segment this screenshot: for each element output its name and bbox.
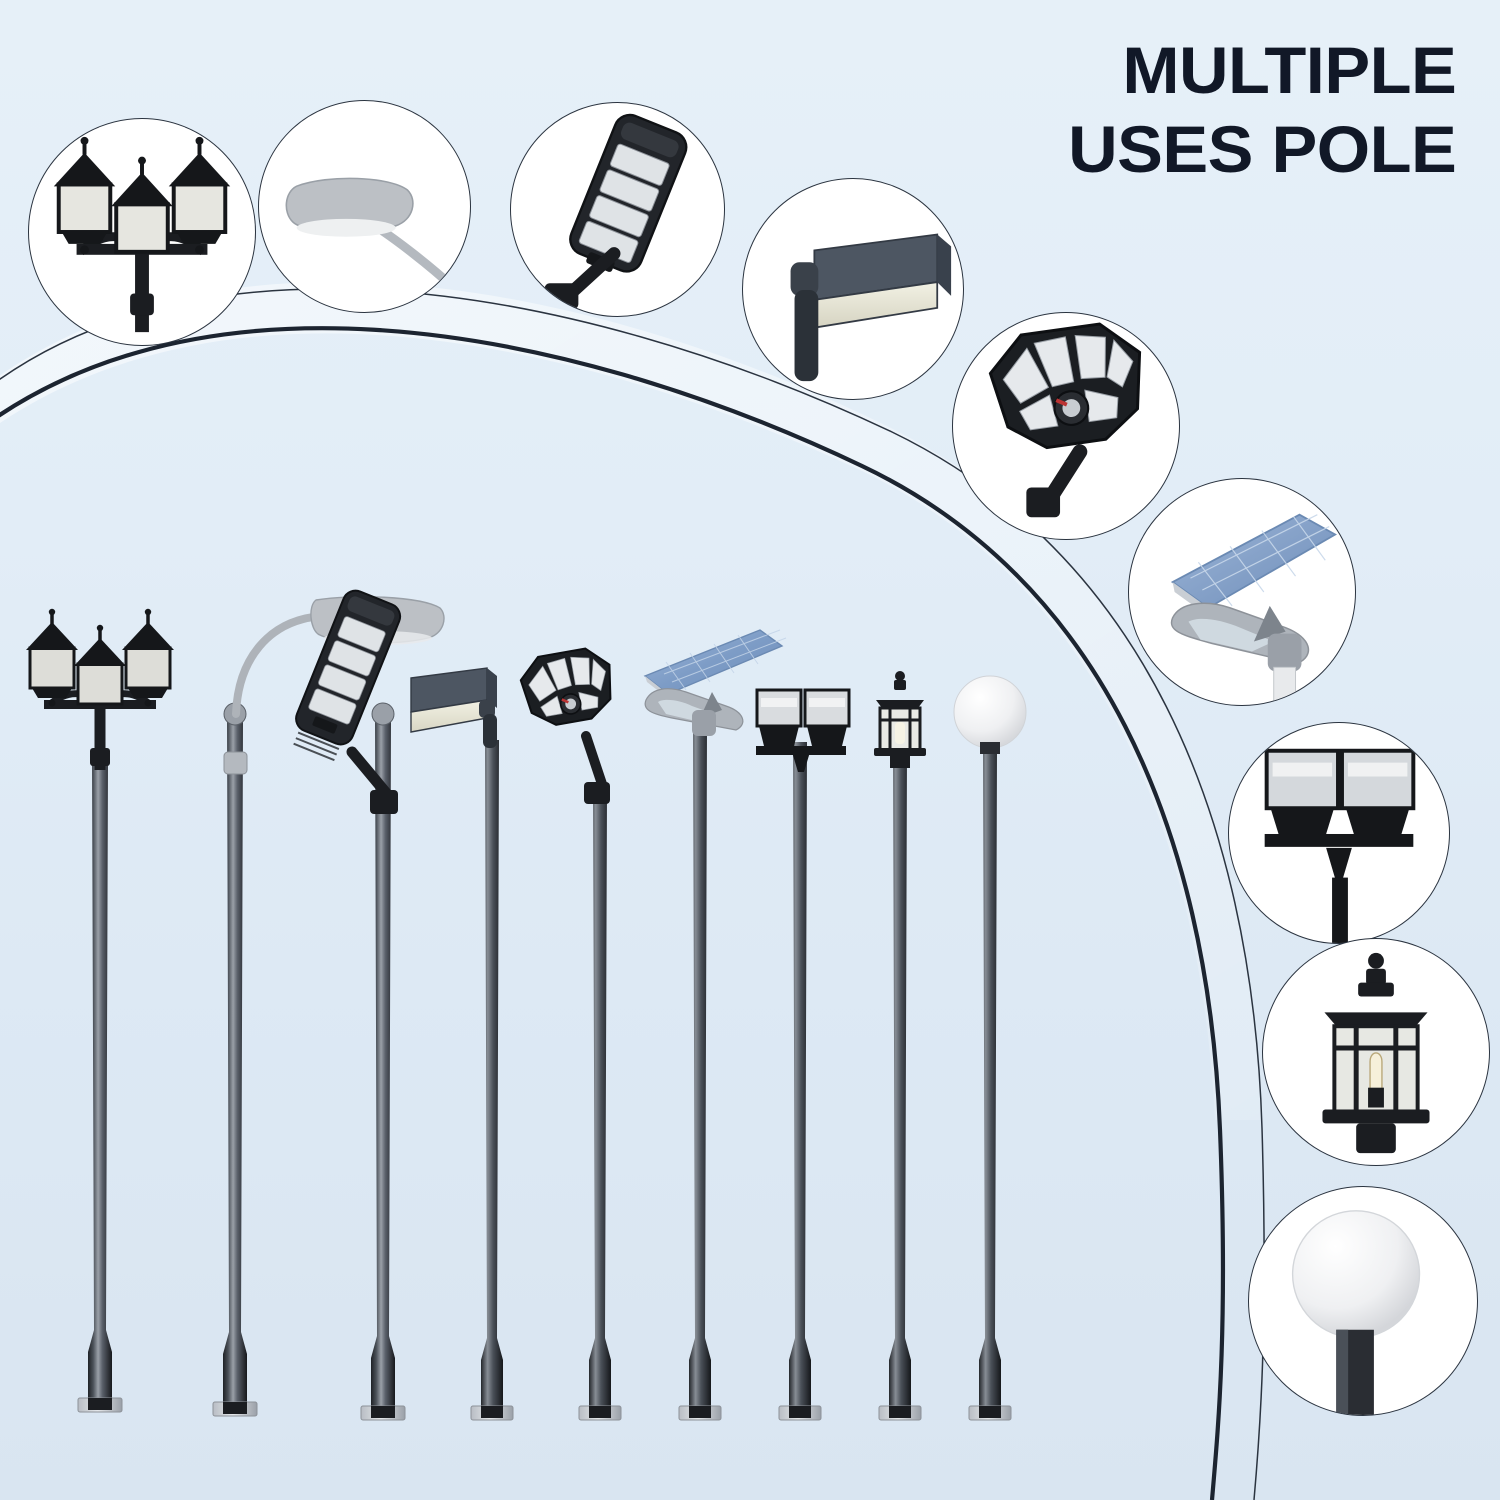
callout-dual-flood-light[interactable] [1228,722,1450,944]
pole-fixture-craftsman-lantern-icon [874,671,926,768]
callout-solar-panel-street-light[interactable] [1128,478,1356,706]
headline-line-1: MULTIPLE [1122,33,1456,107]
pole-shaft-4 [470,740,514,1421]
pole-shaft-1 [77,760,123,1413]
pole-fixture-globe-light-icon [953,675,1027,754]
lantern-triple-icon [53,136,231,333]
craftsman-lantern-icon [1322,952,1430,1154]
pole-shaft-7 [778,742,822,1421]
pole-lineup [26,589,1027,1421]
callout-globe-post-light[interactable] [1248,1186,1478,1416]
fan-solar-led-icon [988,322,1142,518]
globe-light-icon [1291,1210,1421,1415]
pole-shaft-8 [878,748,922,1421]
pole-fixture-shoebox-flood-icon [410,667,497,748]
arc-band [0,281,1262,1120]
pole-shaft-6 [678,726,722,1421]
solar-panel-arm-icon [1170,513,1337,705]
pole-shaft-2 [212,702,258,1417]
led-solar-panel-icon [544,113,688,310]
pole-fixture-lantern-triple-icon [26,608,174,770]
callout-cobra-head-streetlight[interactable] [258,100,471,313]
decorative-arc-inner [0,326,1226,1500]
dual-floodlight-icon [1264,748,1416,943]
pole-fixture-fan-solar-led-icon [519,647,612,726]
pole-mount-bracket-5 [584,782,610,804]
pole-fixture-led-solar-panel-icon [293,589,402,762]
shoebox-flood-icon [790,233,952,382]
pole-shaft-5 [578,790,622,1421]
callout-led-solar-street-light[interactable] [510,102,725,317]
callout-colonial-3-head-lantern[interactable] [28,118,256,346]
pole-shaft-3 [360,702,406,1421]
pole-fixture-solar-panel-arm-icon [643,629,787,736]
callout-motion-sensor-solar-led[interactable] [952,312,1180,540]
pole-fixture-dual-floodlight-icon [755,688,851,772]
pole-shafts [77,702,1012,1421]
headline-line-2: USES POLE [1067,111,1457,186]
cobra-head-icon [285,177,458,292]
page-title: MULTIPLE USES POLE [1067,37,1457,186]
pole-shaft-9 [968,748,1012,1421]
callout-craftsman-post-lantern[interactable] [1262,938,1490,1166]
callout-shoebox-area-light[interactable] [742,178,964,400]
pole-mount-bracket-3 [370,790,398,814]
